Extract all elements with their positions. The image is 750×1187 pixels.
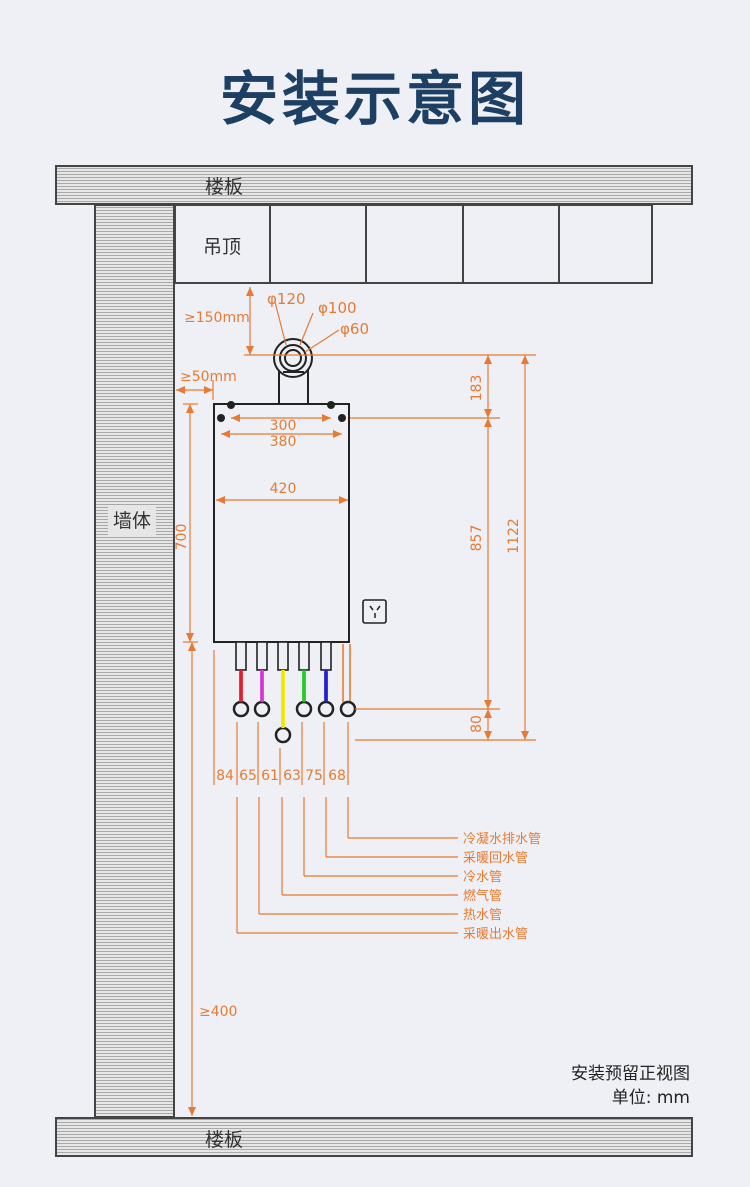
- pipe-spacing: 61: [261, 768, 279, 784]
- dimension-arrows: [176, 287, 529, 1116]
- pipe-spacing: 84: [216, 768, 234, 784]
- unit-label: 单位: mm: [612, 1088, 690, 1108]
- view-name: 安装预留正视图: [571, 1064, 690, 1084]
- mount-hole: [217, 414, 225, 422]
- dim-height-700: 700: [174, 524, 190, 551]
- legend-heating-return: 采暖回水管: [463, 851, 528, 866]
- dim-width-420: 420: [270, 481, 297, 497]
- wall: [94, 204, 175, 1118]
- dimension-lines: [176, 287, 536, 1116]
- ceiling-label: 吊顶: [203, 236, 241, 258]
- mount-hole: [227, 401, 235, 409]
- mount-hole: [327, 401, 335, 409]
- floor-top-label: 楼板: [205, 176, 243, 198]
- boiler-body: [213, 403, 350, 643]
- dim-bottom-clearance: ≥400: [199, 1004, 237, 1020]
- pipe-stubs: [235, 641, 332, 671]
- wall-label: 墙体: [113, 510, 151, 532]
- legend-cold-water: 冷水管: [463, 870, 502, 885]
- dim-phi100: φ100: [318, 299, 357, 317]
- dim-width-380: 380: [270, 434, 297, 450]
- ceiling: [174, 204, 653, 284]
- legend-gas: 燃气管: [463, 888, 502, 904]
- floor-top-slab: [55, 165, 693, 205]
- legend-heating-out: 采暖出水管: [463, 927, 528, 942]
- dim-phi60: φ60: [340, 320, 369, 338]
- dim-top-clearance: ≥150mm: [184, 310, 250, 326]
- legend-condensate: 冷凝水排水管: [463, 831, 541, 847]
- dim-phi120: φ120: [267, 290, 306, 308]
- mount-hole: [338, 414, 346, 422]
- floor-bottom-slab: [55, 1117, 693, 1157]
- dim-height-80: 80: [469, 715, 485, 733]
- pipe-spacing: 68: [328, 768, 346, 784]
- power-socket-icon: [362, 599, 387, 624]
- legend-hot-water: 热水管: [463, 908, 502, 923]
- dim-height-183: 183: [469, 375, 485, 402]
- floor-bottom-label: 楼板: [205, 1129, 243, 1151]
- dim-width-300: 300: [270, 418, 297, 434]
- pipe-ends: [232, 700, 357, 744]
- dim-height-857: 857: [469, 525, 485, 552]
- page-title: 安装示意图: [219, 65, 530, 133]
- flue-outlet: [273, 338, 313, 406]
- dim-height-1122: 1122: [506, 518, 522, 554]
- pipe-spacing: 63: [283, 768, 301, 784]
- pipe-spacing: 75: [305, 768, 323, 784]
- pipe-spacing: 65: [239, 768, 257, 784]
- dim-wall-gap: ≥50mm: [180, 369, 237, 385]
